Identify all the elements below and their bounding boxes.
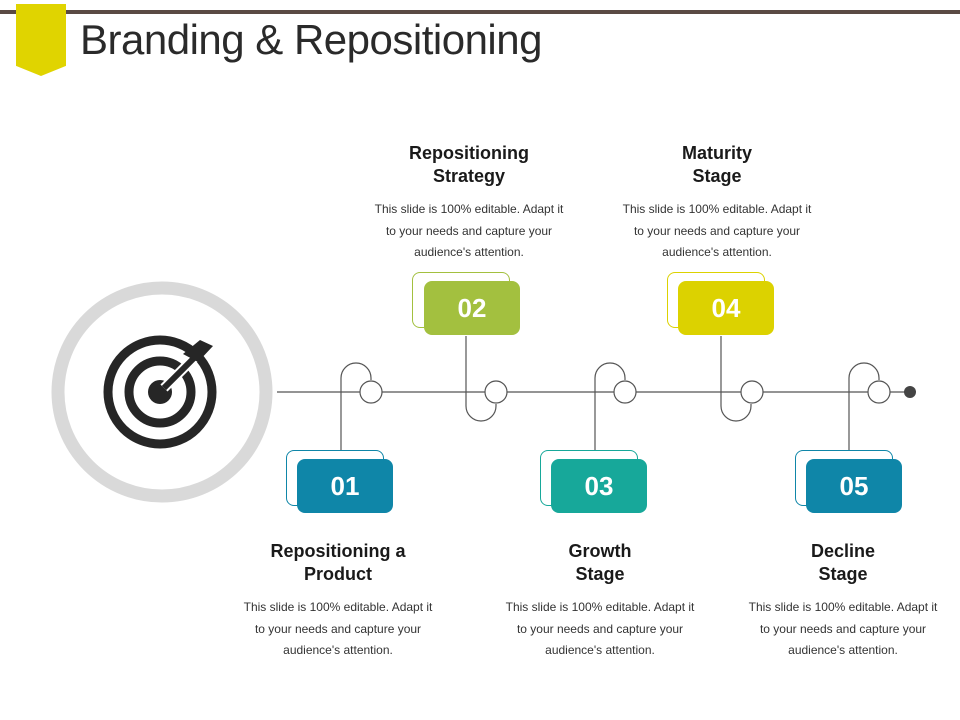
connector-02 [465,336,508,422]
step-05-description: This slide is 100% editable. Adapt it to… [748,600,938,657]
step-04-heading: Maturity Stage [681,143,752,186]
step-05-number-box: 05 [806,459,902,513]
title-flag [16,4,66,76]
step-03-heading: Growth Stage [568,541,632,584]
step-03-number-box: 03 [551,459,647,513]
step-01-heading: Repositioning a Product [270,541,406,584]
page-title: Branding & Repositioning [80,16,542,63]
step-01-description: This slide is 100% editable. Adapt it to… [243,600,433,657]
connector-01 [340,362,383,450]
target-ring [51,281,273,503]
step-05-text: Decline Stage This slide is 100% editabl… [738,540,948,662]
step-02-description: This slide is 100% editable. Adapt it to… [374,202,564,259]
step-04-description: This slide is 100% editable. Adapt it to… [622,202,812,259]
timeline-end-dot [904,386,916,398]
step-02-text: Repositioning Strategy This slide is 100… [364,142,574,264]
step-02-heading: Repositioning Strategy [409,143,529,186]
connector-05 [848,362,891,450]
step-04-number-box: 04 [678,281,774,335]
connector-04 [720,336,764,422]
connector-03 [594,362,637,450]
step-01-text: Repositioning a Product This slide is 10… [233,540,443,662]
target-with-arrow-icon [103,335,217,449]
step-04-text: Maturity Stage This slide is 100% editab… [612,142,822,264]
step-05-heading: Decline Stage [810,541,876,584]
step-02-number-box: 02 [424,281,520,335]
step-03-text: Growth Stage This slide is 100% editable… [495,540,705,662]
step-01-number-box: 01 [297,459,393,513]
step-03-description: This slide is 100% editable. Adapt it to… [505,600,695,657]
top-rule [0,10,960,14]
